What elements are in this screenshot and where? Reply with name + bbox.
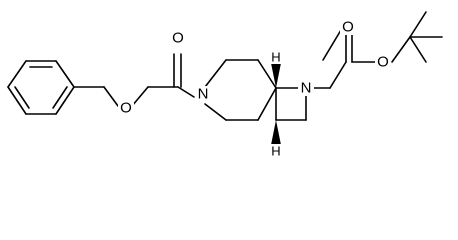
bond — [204, 103, 227, 121]
hydrogen-atom-bottom: H — [271, 144, 280, 159]
bond — [131, 86, 149, 107]
bond — [322, 29, 342, 61]
oxygen-atom-right-ester: O — [377, 54, 389, 71]
nitrogen-atom-aziridine: N — [301, 80, 312, 97]
bond — [409, 11, 427, 38]
bond — [409, 36, 427, 63]
bond — [329, 61, 347, 89]
nitrogen-atom-ring: N — [198, 86, 209, 103]
bond — [14, 86, 30, 109]
bond — [391, 36, 411, 63]
molecule-structure: O O N N O O H H — [7, 11, 443, 159]
bond — [55, 86, 75, 115]
bond — [52, 86, 68, 109]
bond — [204, 59, 227, 88]
bond — [7, 86, 27, 115]
bond — [103, 86, 119, 107]
oxygen-atom-right-carbonyl: O — [342, 19, 354, 36]
bond — [55, 60, 75, 88]
bond — [257, 87, 277, 121]
oxygen-atom-left-ester: O — [120, 100, 132, 117]
bond — [7, 60, 27, 88]
benzene-ring — [7, 60, 75, 115]
stereo-wedge-bottom — [270, 120, 282, 150]
oxygen-atom-left-carbonyl: O — [172, 30, 184, 47]
bond — [177, 86, 195, 98]
bond — [257, 59, 277, 89]
stereo-wedge-top — [270, 58, 282, 88]
hydrogen-atom-top: H — [271, 50, 280, 65]
